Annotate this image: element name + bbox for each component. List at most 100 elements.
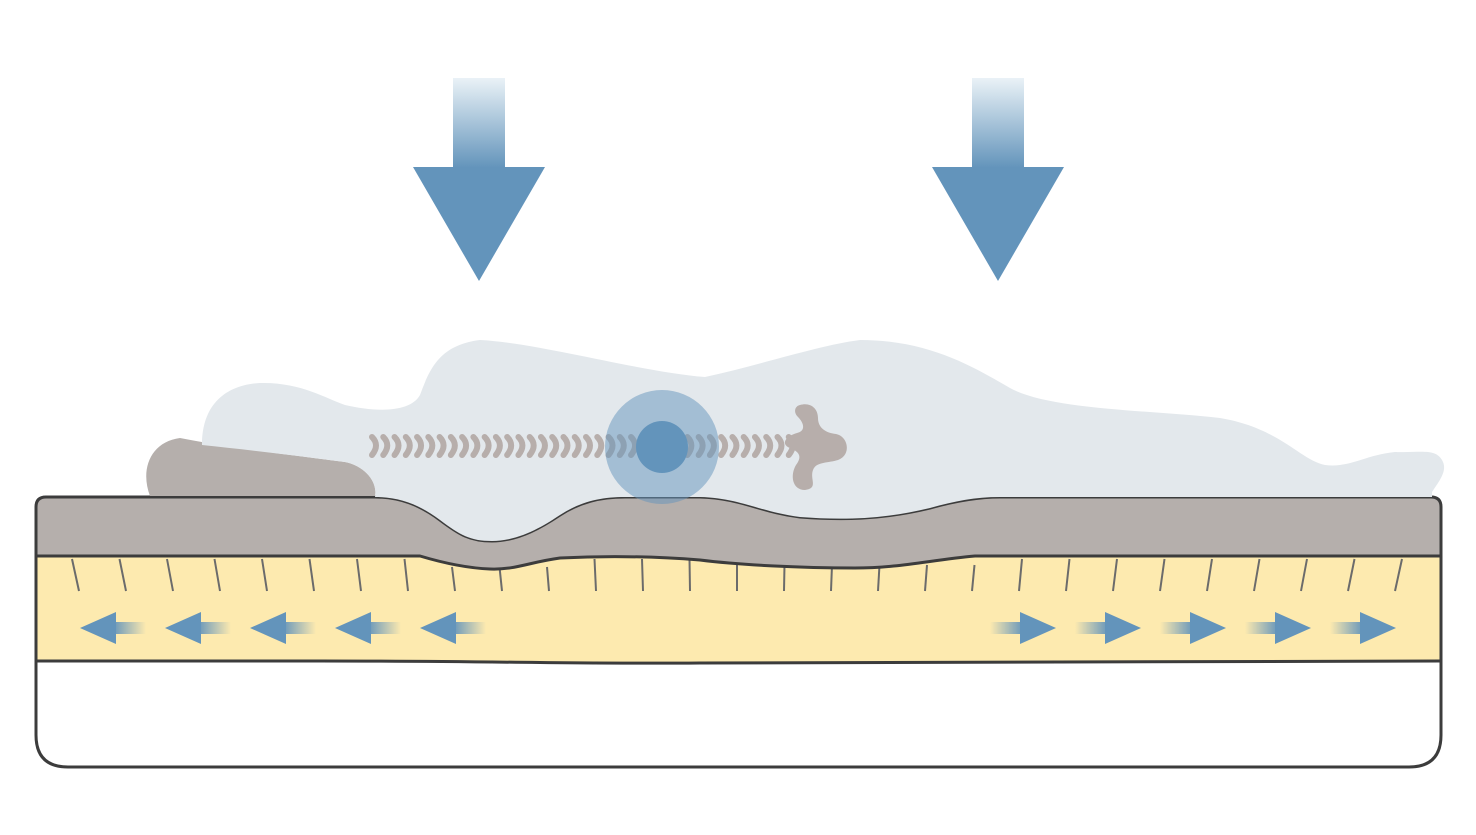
left-arrow-icon — [250, 612, 316, 644]
spring-tick — [641, 558, 644, 592]
spine-vertebra — [583, 434, 593, 458]
spring-tick — [1159, 558, 1166, 592]
spring-tick — [924, 564, 928, 592]
support-layer-side-edges — [34, 554, 1443, 662]
pelvis-icon — [784, 404, 847, 490]
spread-arrow-tail — [990, 622, 1024, 634]
spread-arrow-tail — [112, 622, 146, 634]
left-arrow-icon — [420, 612, 486, 644]
down-arrow-icon — [932, 167, 1064, 281]
spine-vertebra — [515, 434, 526, 458]
spread-arrow-tail — [1245, 622, 1279, 634]
spread-arrow-tail — [1160, 622, 1194, 634]
spring-tick — [783, 564, 786, 592]
support-layer-bottom-edge — [36, 659, 1442, 665]
spine-vertebra — [481, 434, 492, 458]
spine-vertebra — [549, 434, 560, 458]
spread-arrow-tail — [282, 622, 316, 634]
spread-arrow-tail — [452, 622, 486, 634]
spread-arrow-head — [335, 612, 371, 644]
spread-arrow-tail — [1075, 622, 1109, 634]
spine-vertebra — [470, 434, 481, 458]
spring-ticks — [71, 558, 1403, 592]
spine-vertebra — [369, 434, 379, 458]
left-arrow-icon — [80, 612, 146, 644]
spread-arrow-head — [1020, 612, 1056, 644]
spine-vertebra — [447, 434, 458, 458]
left-arrow-icon — [165, 612, 231, 644]
spine-vertebra — [492, 434, 503, 458]
spine-vertebra — [594, 434, 605, 458]
spring-tick — [261, 558, 268, 592]
spread-arrow-head — [420, 612, 456, 644]
spread-arrow-head — [1105, 612, 1141, 644]
support-layer — [36, 556, 1441, 662]
spread-arrow-tail — [197, 622, 231, 634]
spine-vertebra — [560, 434, 571, 458]
pressure-arrow-left — [413, 78, 545, 281]
left-arrow-icon — [335, 612, 401, 644]
spring-tick — [546, 566, 550, 592]
spine-vertebra — [729, 434, 740, 458]
spine-vertebra — [504, 434, 515, 458]
spread-arrow-head — [165, 612, 201, 644]
spring-tick — [71, 558, 80, 592]
spread-arrow-head — [1190, 612, 1226, 644]
spread-arrows-left — [80, 612, 486, 644]
spine-vertebra — [414, 434, 425, 458]
spine-vertebra — [436, 434, 447, 458]
spring-tick — [1206, 558, 1213, 592]
spine-vertebra — [459, 434, 470, 458]
spine-vertebra — [391, 434, 402, 458]
spread-arrow-tail — [367, 622, 401, 634]
support-layer-fill — [36, 556, 1441, 662]
spine-vertebra — [751, 434, 762, 458]
spine-vertebra — [763, 434, 774, 458]
spine-vertebra — [526, 434, 537, 458]
pressure-arrow-right — [932, 78, 1064, 281]
spread-arrows-right — [990, 612, 1396, 644]
right-arrow-icon — [990, 612, 1056, 644]
spring-tick — [451, 566, 456, 592]
pressure-point-icon — [605, 390, 719, 504]
spring-tick — [877, 564, 881, 592]
spread-arrow-head — [250, 612, 286, 644]
down-arrow-shaft — [453, 78, 505, 168]
pillow — [146, 438, 376, 496]
spine-vertebra — [425, 434, 436, 458]
spread-arrow-tail — [1330, 622, 1364, 634]
spine-vertebra — [380, 434, 391, 458]
spine-vertebra — [571, 434, 582, 458]
spring-tick — [1112, 558, 1118, 592]
spring-tick — [688, 558, 691, 592]
spread-arrow-head — [80, 612, 116, 644]
spring-tick — [118, 558, 127, 592]
spring-tick — [593, 558, 597, 592]
spring-tick — [403, 558, 409, 592]
right-arrow-icon — [1075, 612, 1141, 644]
spine-vertebra — [774, 434, 785, 458]
spine-vertebra — [740, 434, 751, 458]
spring-tick — [971, 564, 976, 592]
spring-tick — [1394, 558, 1403, 592]
spread-arrow-head — [1360, 612, 1396, 644]
spring-tick — [213, 558, 221, 592]
down-arrow-icon — [413, 167, 545, 281]
mattress-base-layer — [34, 658, 1443, 769]
spring-tick — [356, 558, 362, 592]
down-arrow-shaft — [972, 78, 1024, 168]
spring-tick — [1300, 558, 1308, 592]
spine-vertebra — [537, 434, 548, 458]
spine-vertebra — [402, 434, 413, 458]
pressure-point-core — [636, 421, 688, 473]
right-arrow-icon — [1330, 612, 1396, 644]
spring-tick — [498, 566, 503, 592]
spread-arrow-head — [1275, 612, 1311, 644]
right-arrow-icon — [1160, 612, 1226, 644]
spring-tick — [1253, 558, 1261, 592]
spring-tick — [166, 558, 174, 592]
spring-tick — [308, 558, 315, 592]
spring-tick — [1065, 558, 1071, 592]
right-arrow-icon — [1245, 612, 1311, 644]
